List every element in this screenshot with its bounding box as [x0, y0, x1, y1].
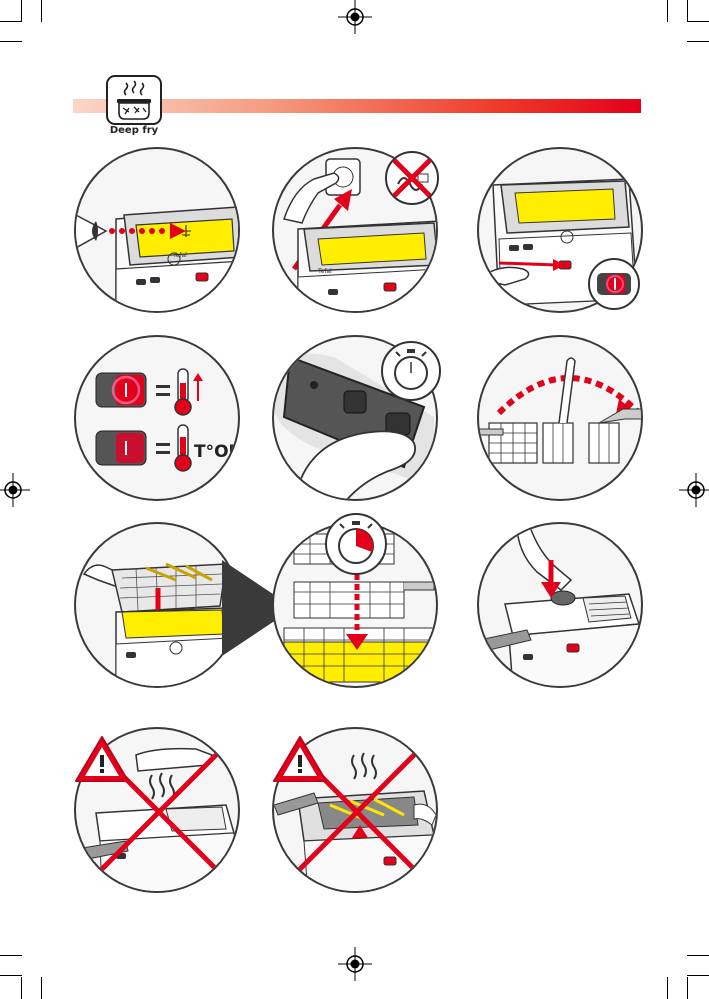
crop-mark [0, 41, 22, 42]
crop-mark [667, 977, 668, 999]
registration-mark-icon [679, 473, 709, 507]
hand-icon [517, 524, 571, 590]
step-close-lid [477, 522, 643, 688]
brand-logo-text: Tefal [317, 268, 332, 275]
crop-mark [687, 41, 709, 42]
eye-icon [76, 214, 106, 249]
crop-mark [667, 0, 668, 22]
warning-icon [270, 733, 330, 785]
thermometer-ok-icon [175, 425, 191, 471]
thermostat-ok-label: T°OK [194, 442, 240, 462]
crop-mark [687, 975, 709, 976]
deep-fry-pot-icon [106, 75, 162, 125]
registration-mark-icon [338, 947, 372, 981]
no-extension-cord-icon [384, 150, 440, 206]
crop-mark [687, 21, 709, 22]
step-raise-basket-handle [477, 335, 643, 501]
crop-mark [41, 977, 42, 999]
crop-mark [687, 977, 688, 999]
step-check-oil-level: Tefal [74, 147, 240, 313]
power-switch-icon [587, 257, 641, 311]
crop-mark [687, 0, 688, 22]
crop-mark [21, 977, 22, 999]
warning-icon [72, 733, 132, 785]
crop-mark [0, 955, 22, 956]
crop-mark [41, 0, 42, 22]
thermometer-up-icon [175, 369, 203, 415]
registration-mark-icon [338, 0, 372, 34]
crop-mark [0, 21, 22, 22]
step-thermostat-indicator: T°OK [74, 335, 240, 501]
timer-running-icon [324, 512, 388, 576]
timer-icon [380, 340, 442, 402]
brand-logo-text: Tefal [172, 252, 187, 259]
registration-mark-icon [0, 473, 30, 507]
crop-mark [0, 975, 22, 976]
step-lower-basket [74, 522, 240, 688]
crop-mark [687, 955, 709, 956]
section-title: Deep fry [96, 125, 172, 136]
crop-mark [21, 0, 22, 22]
